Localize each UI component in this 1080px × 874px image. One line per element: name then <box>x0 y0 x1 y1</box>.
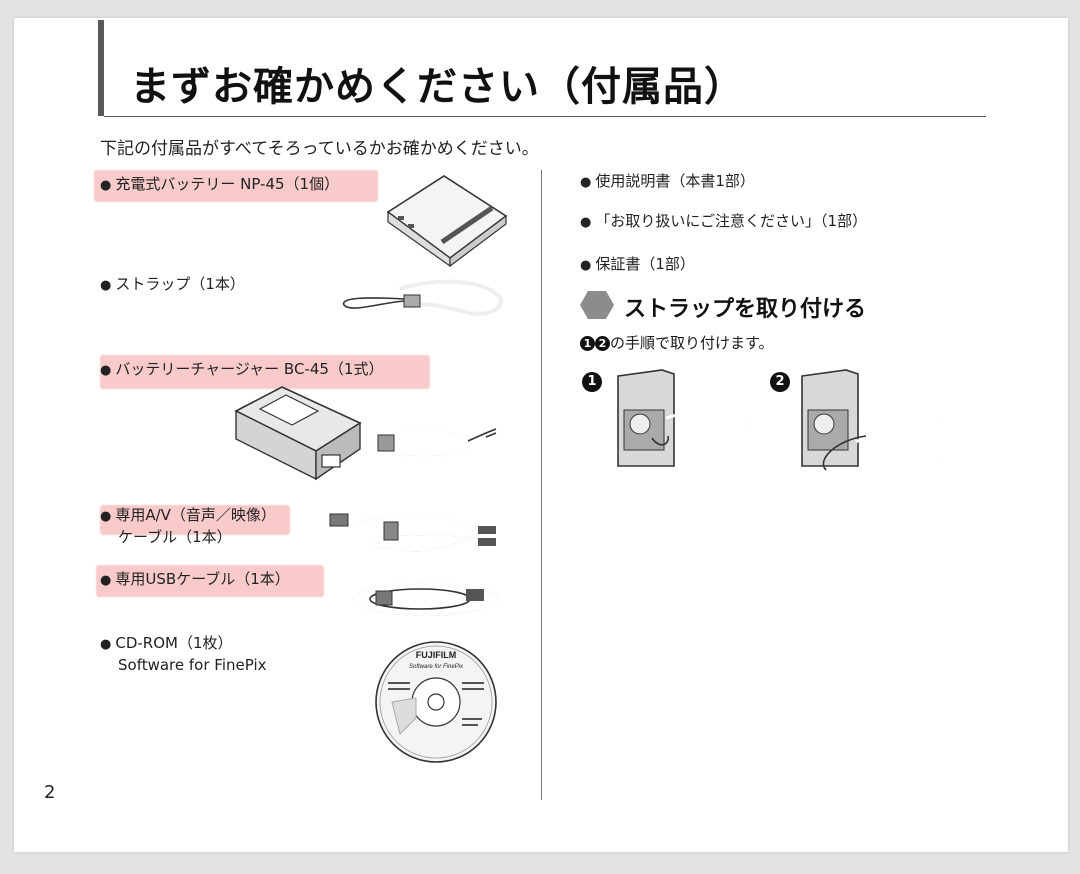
list-item-manual: ●使用説明書（本書1部） <box>580 171 755 193</box>
list-item-warranty: ●保証書（1部） <box>580 254 695 276</box>
list-item-usb-cable: ●専用USBケーブル（1本） <box>100 569 290 591</box>
intro-text: 下記の付属品がすべてそろっているかお確かめください。 <box>100 139 539 159</box>
power-cord-illustration <box>377 428 497 458</box>
highlight-usb-cable <box>96 565 324 597</box>
bullet: ● <box>100 637 112 652</box>
list-item-charger: ●バッテリーチャージャー BC-45（1式） <box>100 359 383 381</box>
bullet: ● <box>100 278 112 293</box>
camera-step-2-illustration <box>801 369 939 471</box>
item-label: 専用A/V（音声／映像） <box>115 506 276 524</box>
cd-brand-label: FUJIFILM <box>416 650 457 660</box>
highlight-charger <box>100 355 430 389</box>
step-number: 1 <box>580 336 595 351</box>
battery-illustration <box>386 175 508 268</box>
item-label: 使用説明書（本書1部） <box>595 172 755 190</box>
step-number: 2 <box>770 372 790 392</box>
item-label: ストラップ（1本） <box>115 275 245 293</box>
bullet: ● <box>580 258 592 273</box>
page-number: 2 <box>44 782 56 803</box>
manual-page: まずお確かめください（付属品） 下記の付属品がすべてそろっているかお確かめくださ… <box>14 18 1068 852</box>
camera-step-1-illustration <box>617 369 751 467</box>
bullet: ● <box>580 215 592 230</box>
usb-cable-illustration <box>353 582 499 616</box>
item-label: 保証書（1部） <box>595 255 695 273</box>
cd-rom-illustration: FUJIFILM Software for FinePix <box>375 641 497 763</box>
step-1-marker: 1 <box>582 371 602 392</box>
bullet: ● <box>100 363 112 378</box>
column-divider <box>541 170 542 800</box>
item-label-line2: ケーブル（1本） <box>118 528 232 546</box>
section-heading-strap: ストラップを取り付ける <box>624 297 867 322</box>
title-underline <box>104 116 986 117</box>
hexagon-icon <box>580 291 614 319</box>
instruction-text: の手順で取り付けます。 <box>610 334 774 352</box>
highlight-av-cable <box>100 505 290 535</box>
bullet: ● <box>100 573 112 588</box>
item-label: 充電式バッテリー NP-45（1個） <box>115 175 340 193</box>
item-label: 専用USBケーブル（1本） <box>115 570 290 588</box>
step-2-marker: 2 <box>770 371 790 392</box>
list-item-battery: ●充電式バッテリー NP-45（1個） <box>100 174 339 196</box>
av-cable-illustration <box>329 513 496 552</box>
list-item-caution-sheet: ●「お取り扱いにご注意ください」（1部） <box>580 211 867 233</box>
bullet: ● <box>100 178 112 193</box>
item-label-line2: Software for FinePix <box>118 656 267 674</box>
step-number: 1 <box>582 372 602 392</box>
bullet: ● <box>100 509 112 524</box>
bullet: ● <box>580 175 592 190</box>
highlight-battery <box>94 170 378 202</box>
cd-subtitle-label: Software for FinePix <box>409 664 464 670</box>
page-title: まずお確かめください（付属品） <box>130 64 745 110</box>
list-item-cd-rom: ●CD-ROM（1枚） Software for FinePix <box>100 633 266 676</box>
item-label: CD-ROM（1枚） <box>115 634 233 652</box>
title-accent-bar <box>98 20 104 116</box>
charger-illustration <box>234 386 362 481</box>
item-label: バッテリーチャージャー BC-45（1式） <box>115 360 384 378</box>
step-number: 2 <box>595 336 610 351</box>
item-label: 「お取り扱いにご注意ください」（1部） <box>595 212 868 230</box>
list-item-av-cable: ●専用A/V（音声／映像） ケーブル（1本） <box>100 505 276 548</box>
list-item-strap: ●ストラップ（1本） <box>100 274 245 296</box>
strap-illustration <box>343 279 503 316</box>
